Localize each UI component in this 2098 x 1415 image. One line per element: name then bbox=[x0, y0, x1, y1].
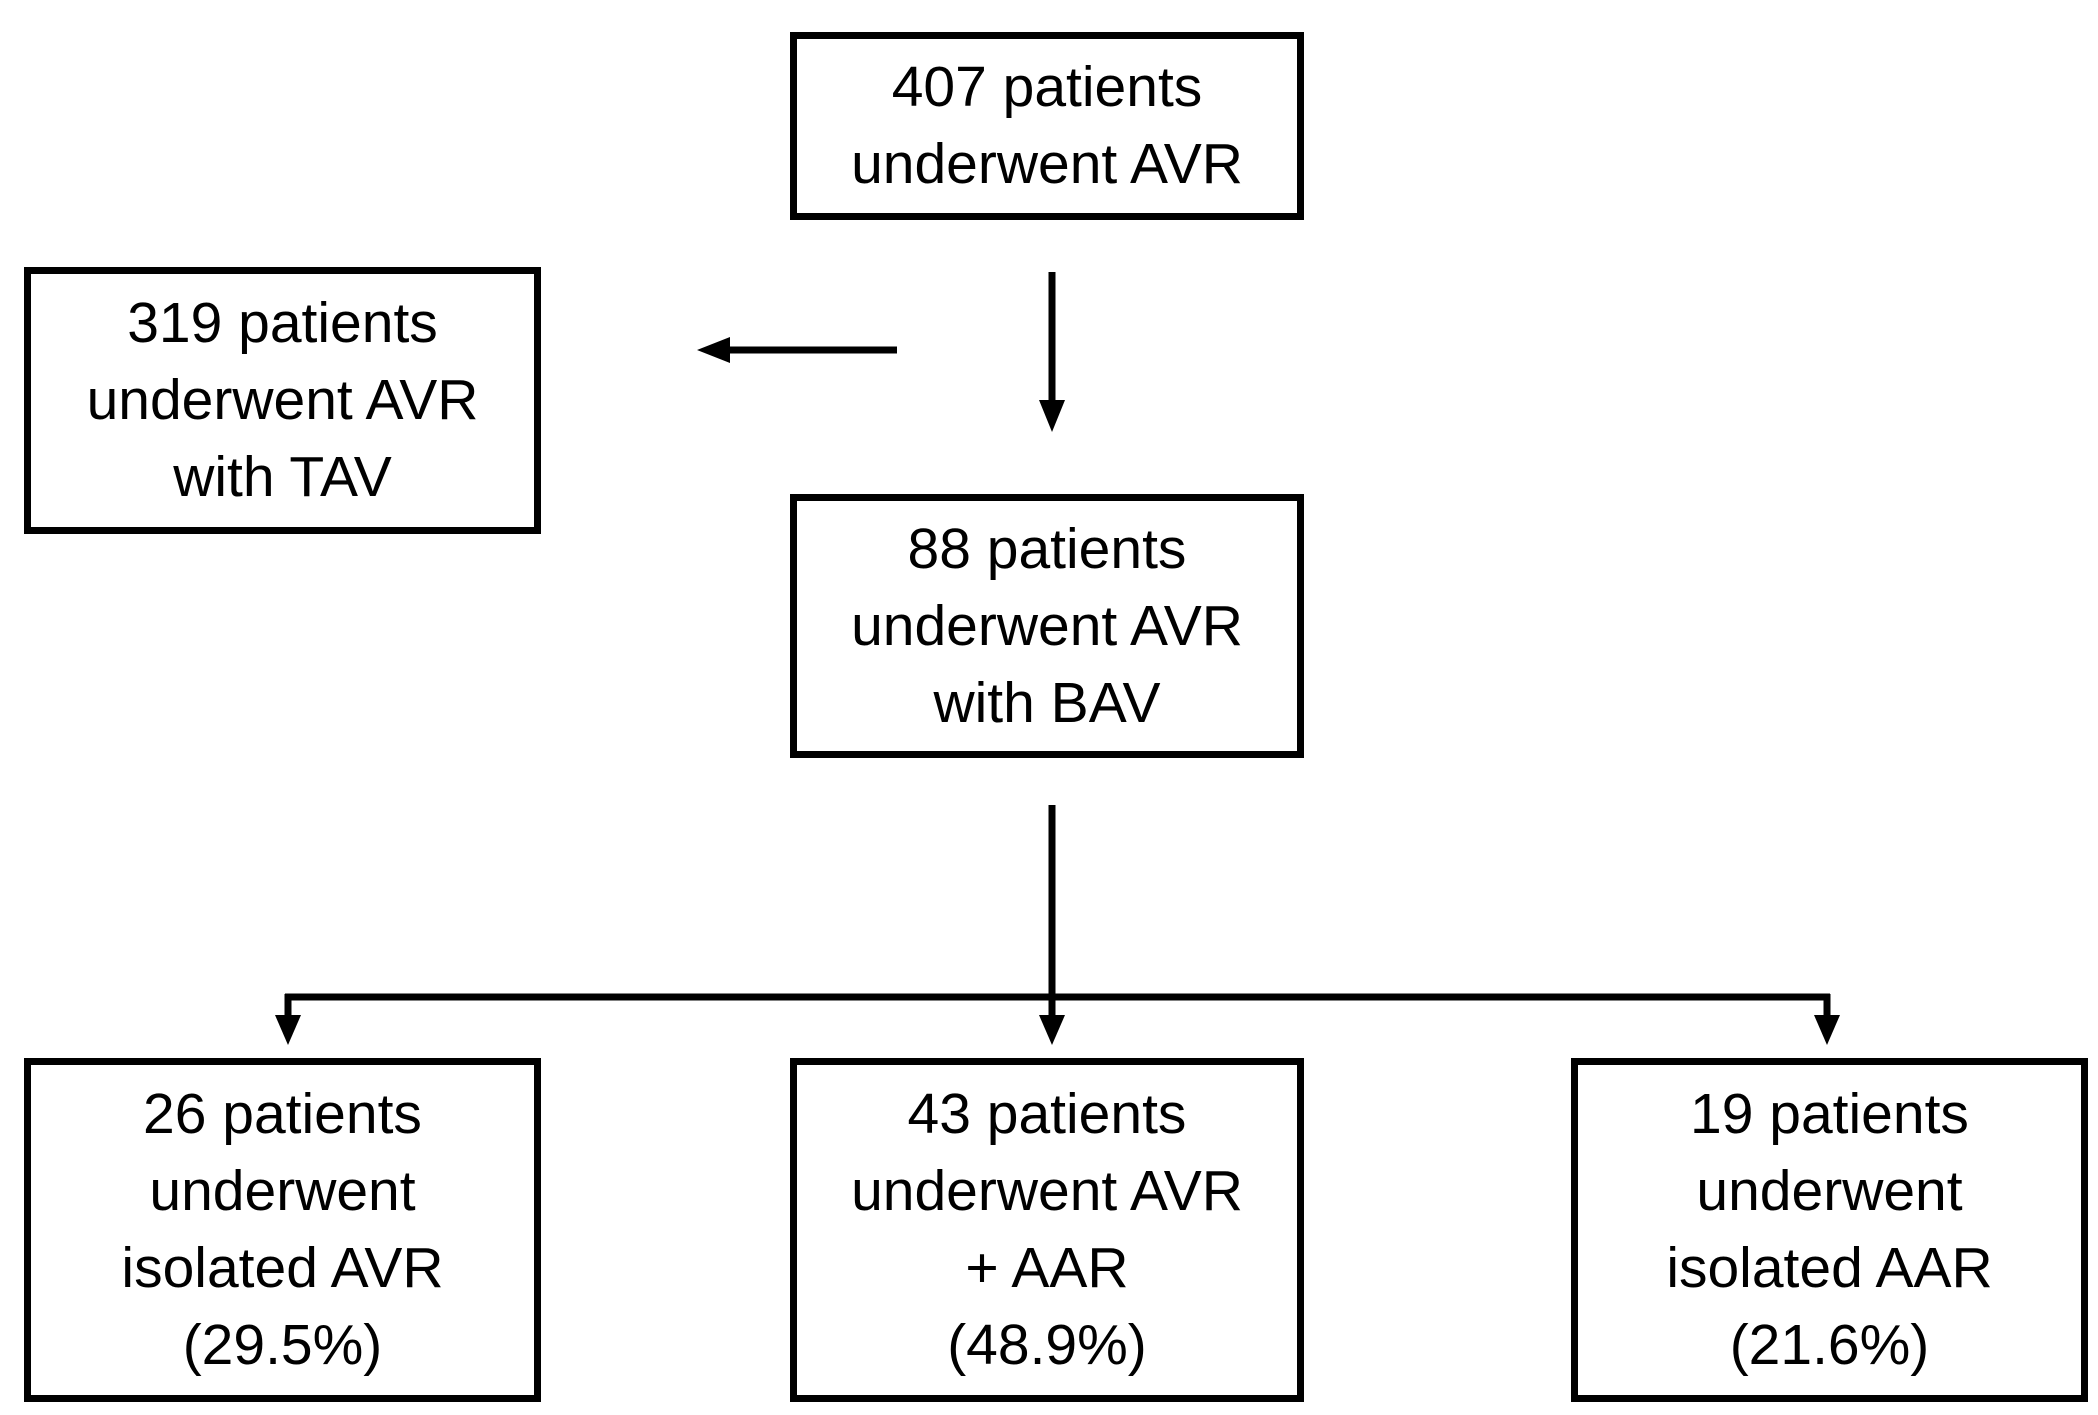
box-bav: 88 patients underwent AVR with BAV bbox=[790, 494, 1304, 758]
arrowhead-down-isolated-aar bbox=[1814, 1015, 1840, 1045]
arrowhead-down-bav bbox=[1039, 400, 1065, 432]
box-line: underwent bbox=[149, 1159, 416, 1223]
box-tav: 319 patients underwent AVR with TAV bbox=[24, 267, 541, 534]
box-line: underwent AVR bbox=[851, 1159, 1243, 1223]
box-avr-plus-aar: 43 patients underwent AVR + AAR (48.9%) bbox=[790, 1058, 1304, 1402]
box-percentage: (21.6%) bbox=[1729, 1313, 1930, 1377]
box-line: 19 patients bbox=[1690, 1082, 1969, 1146]
arrowhead-left-tav bbox=[697, 337, 730, 363]
box-total-avr: 407 patients underwent AVR bbox=[790, 32, 1304, 220]
box-line: isolated AAR bbox=[1666, 1236, 1993, 1300]
box-line: underwent AVR bbox=[851, 132, 1243, 196]
box-percentage: (29.5%) bbox=[182, 1313, 383, 1377]
box-line: with BAV bbox=[933, 670, 1161, 735]
box-line: underwent AVR bbox=[851, 593, 1243, 658]
arrowhead-down-isolated-avr bbox=[275, 1015, 301, 1045]
box-line: 43 patients bbox=[907, 1082, 1187, 1146]
box-line: with TAV bbox=[173, 445, 392, 509]
box-isolated-aar: 19 patients underwent isolated AAR (21.6… bbox=[1571, 1058, 2088, 1402]
box-line: underwent AVR bbox=[86, 368, 479, 432]
box-line: 407 patients bbox=[891, 55, 1203, 119]
box-line: + AAR bbox=[965, 1236, 1129, 1300]
arrowhead-down-avr-aar bbox=[1039, 1015, 1065, 1045]
box-line: 26 patients bbox=[143, 1082, 422, 1146]
box-line: isolated AVR bbox=[121, 1236, 444, 1300]
box-percentage: (48.9%) bbox=[947, 1313, 1147, 1377]
box-line: underwent bbox=[1696, 1159, 1963, 1223]
box-line: 88 patients bbox=[907, 516, 1187, 581]
box-isolated-avr: 26 patients underwent isolated AVR (29.5… bbox=[24, 1058, 541, 1402]
box-line: 319 patients bbox=[127, 291, 438, 355]
